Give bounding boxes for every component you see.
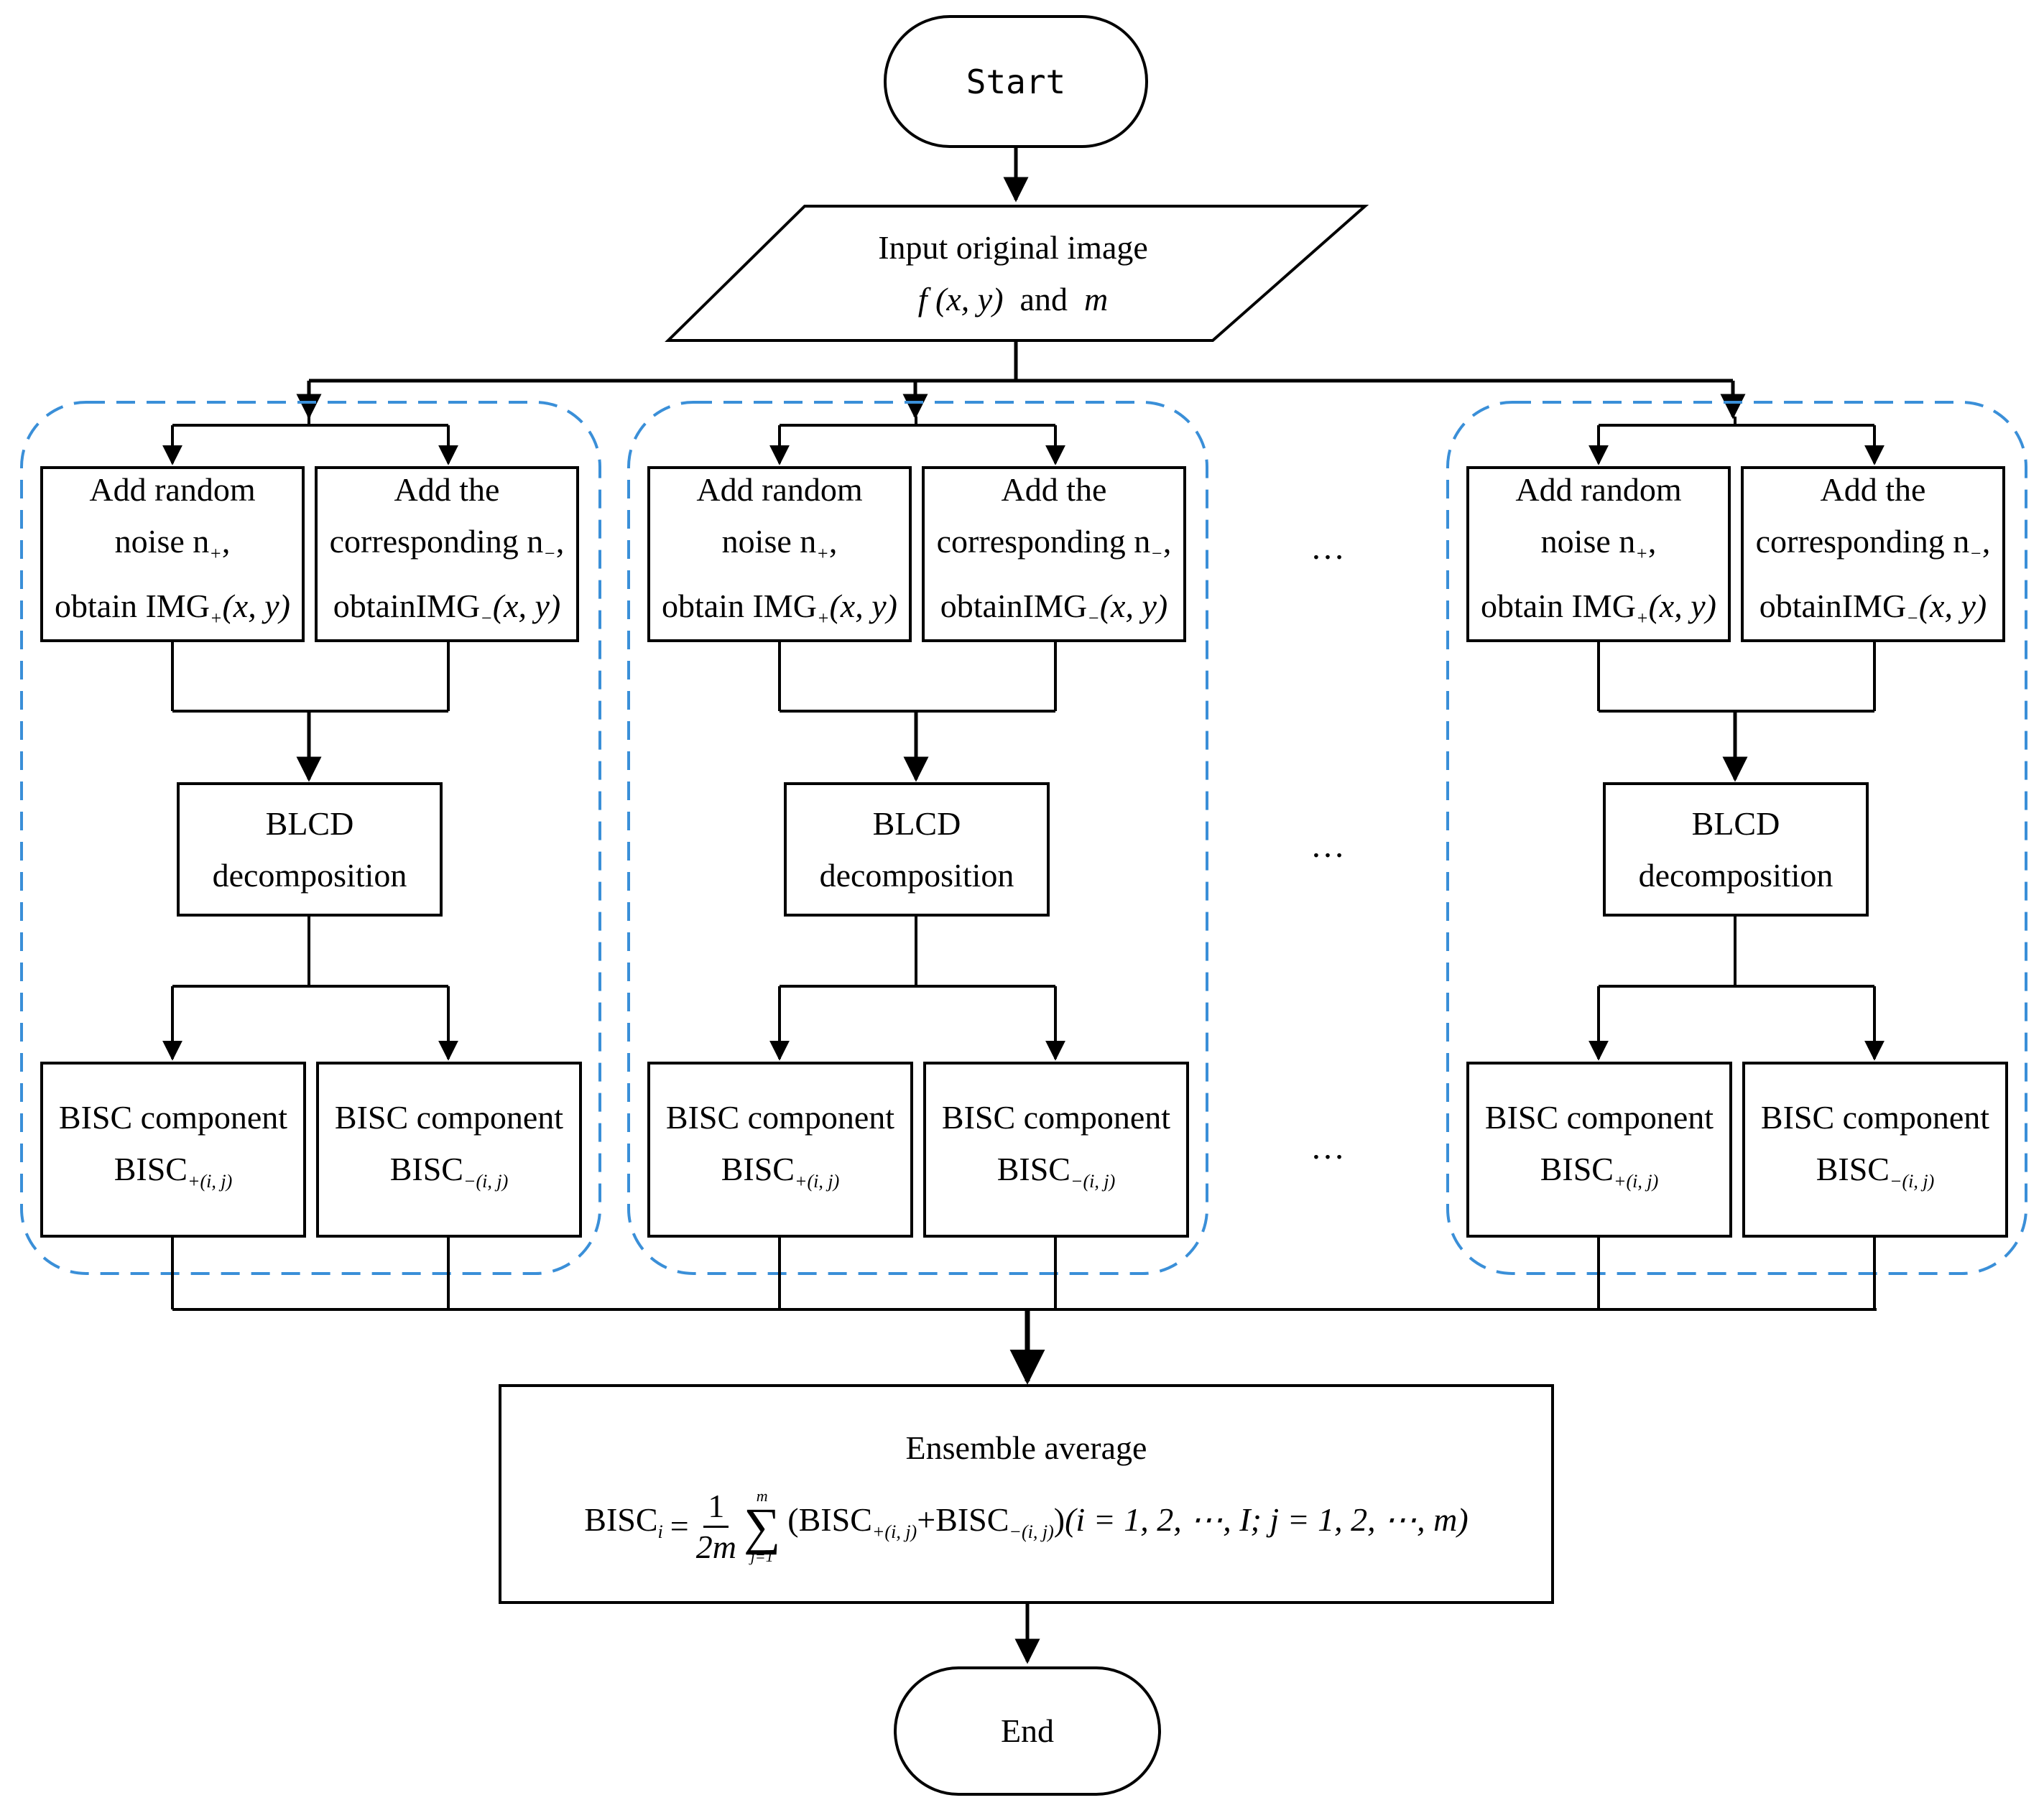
add-corresponding-line-2: corresponding n−, [329,523,565,565]
add-corresponding-line-2: corresponding n−, [936,523,1172,565]
group-3-blcd-text: BLCD decomposition [1604,784,1867,915]
bisc-plus-line-2: BISC+(i, j) [1540,1150,1659,1192]
input-func: f (x, y) [917,280,1004,317]
group-2-add-corresponding-box [922,466,1186,642]
ellipsis-row-1: … [1310,529,1345,567]
add-corresponding-line-3: obtainIMG−(x, y) [1759,587,1987,629]
formula-frac-num: 1 [703,1487,729,1528]
formula-fraction: 1 2m [696,1487,736,1567]
group-3-add-random-box [1466,466,1731,642]
bisc-plus-line-2: BISC+(i, j) [721,1150,840,1192]
add-random-line-2: noise n+, [721,523,838,565]
formula-sum-symbol: ∑ [743,1498,781,1555]
add-random-line-3: obtain IMG+(x, y) [662,587,897,629]
add-random-line-1: Add random [89,471,256,509]
add-random-line-2: noise n+, [1540,523,1657,565]
add-corresponding-line-3: obtainIMG−(x, y) [333,587,561,629]
bisc-plus-line-2: BISC+(i, j) [114,1150,233,1192]
formula-equals: = [670,1508,689,1544]
group-2-boundary [627,401,1208,1275]
ensemble-title: Ensemble average [905,1429,1147,1466]
bisc-minus-line-1: BISC component [1760,1098,1990,1136]
group-2-blcd-text: BLCD decomposition [785,784,1048,915]
input-line-1: Input original image [878,228,1148,266]
bisc-plus-line-1: BISC component [665,1098,895,1136]
group-1-add-corresponding-text: Add the corresponding n−, obtainIMG−(x, y) [316,468,578,641]
group-3-bisc-minus-box [1742,1062,2008,1238]
bisc-minus-line-1: BISC component [941,1098,1171,1136]
add-random-line-3: obtain IMG+(x, y) [1481,587,1716,629]
formula-lhs: BISCi [584,1501,663,1543]
input-label: Input original image f (x, y) and m [726,206,1300,340]
start-label: Start [966,62,1066,101]
blcd-line-1: BLCD [872,804,961,842]
add-corresponding-line-2: corresponding n−, [1755,523,1991,565]
formula-sum-top: m [756,1487,768,1505]
group-2-bisc-minus-box [923,1062,1189,1238]
input-m: m [1083,280,1109,317]
blcd-line-1: BLCD [1691,804,1780,842]
formula-body: (BISC+(i, j)+BISC−(i, j))(i = 1, 2, ⋯, I… [787,1501,1469,1543]
blcd-line-1: BLCD [265,804,354,842]
add-corresponding-line-1: Add the [1820,471,1926,509]
group-2-bisc-plus-box [647,1062,913,1238]
ensemble-formula: BISCi = 1 2m m ∑ j=1 (BISC+(i, j)+BISC−(… [584,1487,1468,1567]
group-2-add-corresponding-text: Add the corresponding n−, obtainIMG−(x, y) [923,468,1185,641]
bisc-minus-line-1: BISC component [334,1098,564,1136]
add-random-line-2: noise n+, [114,523,231,565]
group-3-add-corresponding-text: Add the corresponding n−, obtainIMG−(x, y) [1742,468,2004,641]
group-3-add-random-text: Add random noise n+, obtain IMG+(x, y) [1468,468,1729,641]
ellipsis-row-2: … [1310,827,1345,865]
input-parallelogram [665,205,1369,342]
ellipsis-row-3: … [1310,1128,1345,1167]
group-3-boundary [1446,401,2027,1275]
add-random-line-3: obtain IMG+(x, y) [55,587,290,629]
formula-frac-den: 2m [695,1528,736,1565]
blcd-line-2: decomposition [212,856,407,894]
group-1-blcd-box [177,782,443,917]
group-3-add-corresponding-box [1741,466,2005,642]
group-2-add-random-text: Add random noise n+, obtain IMG+(x, y) [649,468,910,641]
group-3-blcd-box [1603,782,1869,917]
ensemble-box [499,1384,1554,1604]
group-1-bisc-plus-box [40,1062,306,1238]
group-connectors [40,417,2008,1309]
add-corresponding-line-1: Add the [394,471,500,509]
group-1-blcd-text: BLCD decomposition [178,784,441,915]
group-1-add-random-text: Add random noise n+, obtain IMG+(x, y) [42,468,303,641]
add-random-line-1: Add random [1515,471,1682,509]
group-2-add-random-box [647,466,912,642]
group-1-boundary [20,401,601,1275]
bisc-minus-line-2: BISC−(i, j) [1816,1150,1935,1192]
blcd-line-2: decomposition [1638,856,1833,894]
bisc-minus-line-2: BISC−(i, j) [996,1150,1116,1192]
group-1-bisc-minus-box [316,1062,582,1238]
input-line-2: f (x, y) and m [918,274,1108,325]
add-corresponding-line-1: Add the [1001,471,1107,509]
bisc-plus-line-1: BISC component [58,1098,288,1136]
add-corresponding-line-3: obtainIMG−(x, y) [940,587,1168,629]
end-terminal [894,1666,1161,1796]
end-label: End [1000,1712,1055,1749]
input-and: and [1019,280,1068,317]
formula-sum: m ∑ j=1 [744,1488,780,1565]
add-random-line-1: Add random [696,471,863,509]
blcd-line-2: decomposition [819,856,1014,894]
group-3-bisc-plus-box [1466,1062,1732,1238]
bisc-minus-line-2: BISC−(i, j) [389,1150,509,1192]
bisc-plus-line-1: BISC component [1484,1098,1714,1136]
formula-sum-bottom: j=1 [750,1547,774,1565]
ensemble-content: Ensemble average BISCi = 1 2m m ∑ j=1 (B… [500,1386,1553,1603]
